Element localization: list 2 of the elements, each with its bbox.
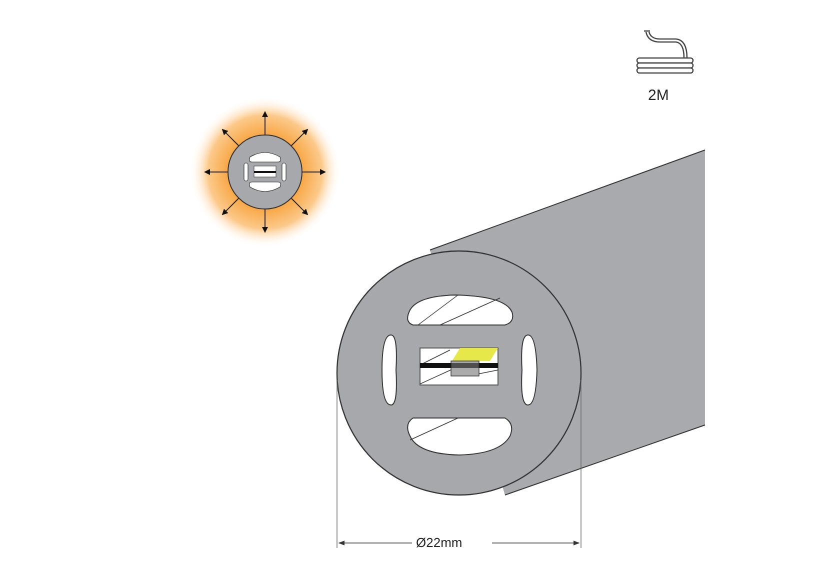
diameter-label: Ø22mm	[416, 535, 462, 551]
length-label: 2M	[648, 88, 669, 104]
